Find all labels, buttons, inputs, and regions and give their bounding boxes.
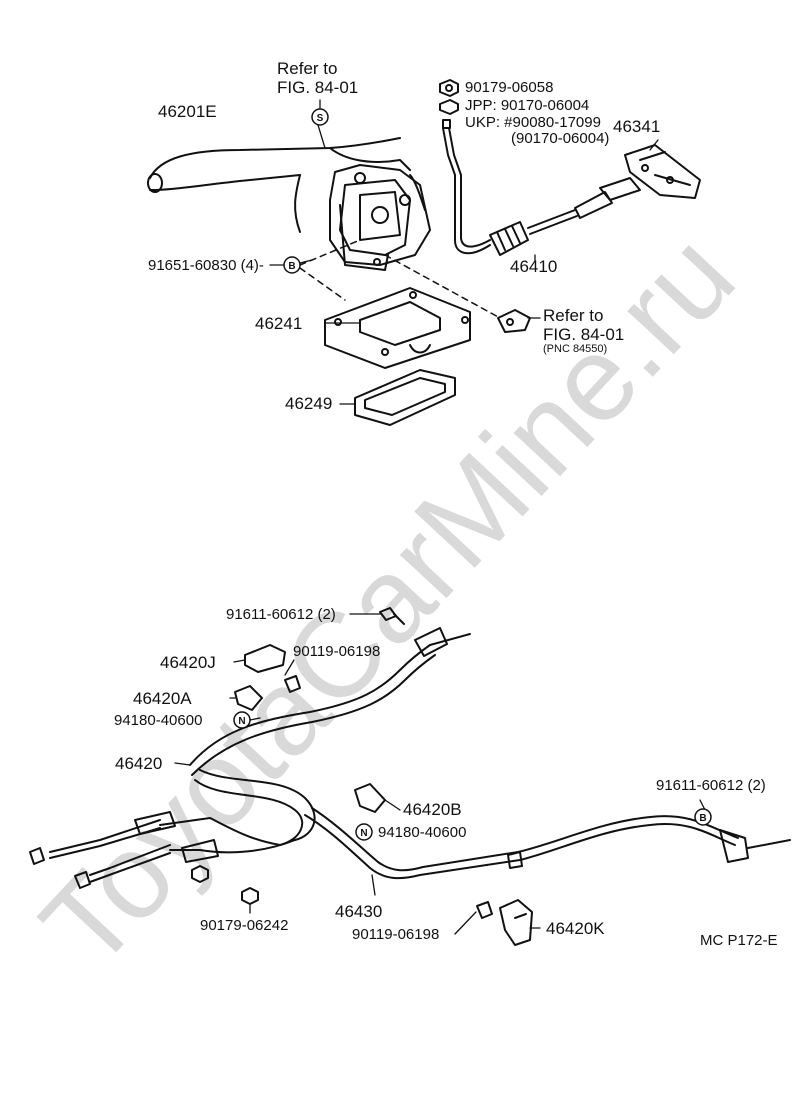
bolt-90119-06198-b [476,901,493,919]
boot-46249 [354,369,456,426]
label-46201E: 46201E [158,102,217,121]
label-jpp: JPP: 90170-06004 [465,97,589,114]
label-refer-mid-2: FIG. 84-01 [543,325,624,344]
label-90119-06198-a: 90119-06198 [293,643,380,660]
cable-46420 [29,627,471,889]
symbol-b-bolt: B [283,256,301,274]
nut-90170-06004 [439,99,459,115]
leaders-top [269,99,659,405]
label-46430: 46430 [335,902,382,921]
label-46410: 46410 [510,257,557,276]
label-46420J: 46420J [160,653,216,672]
clip-46420K [499,899,533,946]
label-90179-06242: 90179-06242 [200,917,288,934]
clip-46420J [244,644,286,673]
label-ukp-alt: (90170-06004) [511,130,609,147]
symbol-b-right: B [694,808,712,826]
symbol-n-b: N [355,823,373,841]
label-90179-06058: 90179-06058 [465,79,553,96]
label-46420A: 46420A [133,689,192,708]
clip-46420B [354,783,386,813]
label-91651-60830: 91651-60830 (4)- [148,257,264,274]
diagram-code: MC P172-E [700,932,778,949]
lever-assembly-46201E [147,137,431,271]
label-46249: 46249 [285,394,332,413]
label-refer-mid-1: Refer to [543,306,603,325]
label-91611-60612-b: 91611-60612 (2) [656,777,766,794]
plate-46241 [324,287,471,369]
label-46420: 46420 [115,754,162,773]
label-refer-top-1: Refer to [277,59,337,78]
label-46420B: 46420B [403,800,462,819]
label-91611-60612-a: 91611-60612 (2) [226,606,336,623]
label-90119-06198-b: 90119-06198 [352,926,439,943]
leaders-bottom [174,613,706,935]
svg-text:B: B [699,813,706,824]
symbol-s-top: S [311,108,329,126]
svg-text:S: S [317,113,324,124]
cable-46430 [304,807,791,880]
label-94180-40600-b: 94180-40600 [378,824,466,841]
svg-text:B: B [288,261,295,272]
bolt-90119-06198-a [284,675,301,693]
label-46420K: 46420K [546,919,605,938]
bolt-91611-60612-a [379,607,405,625]
equalizer-46341 [599,144,701,201]
bolt-fig-84-01 [497,309,531,333]
label-46241: 46241 [255,314,302,333]
nut-90179-06058 [439,79,459,97]
label-46341: 46341 [613,117,660,136]
label-refer-top-2: FIG. 84-01 [277,78,358,97]
clip-46420A [234,685,263,711]
symbol-n-a: N [233,711,251,729]
label-94180-40600-a: 94180-40600 [114,712,202,729]
label-ukp: UKP: #90080-17099 [465,114,601,131]
svg-text:N: N [238,716,245,727]
nut-90179-06242 [191,865,259,905]
watermark: ToyotaCarMine.ru [16,209,760,993]
cable-46410 [442,119,613,256]
label-refer-mid-pnc: (PNC 84550) [543,343,607,355]
svg-text:N: N [360,828,367,839]
